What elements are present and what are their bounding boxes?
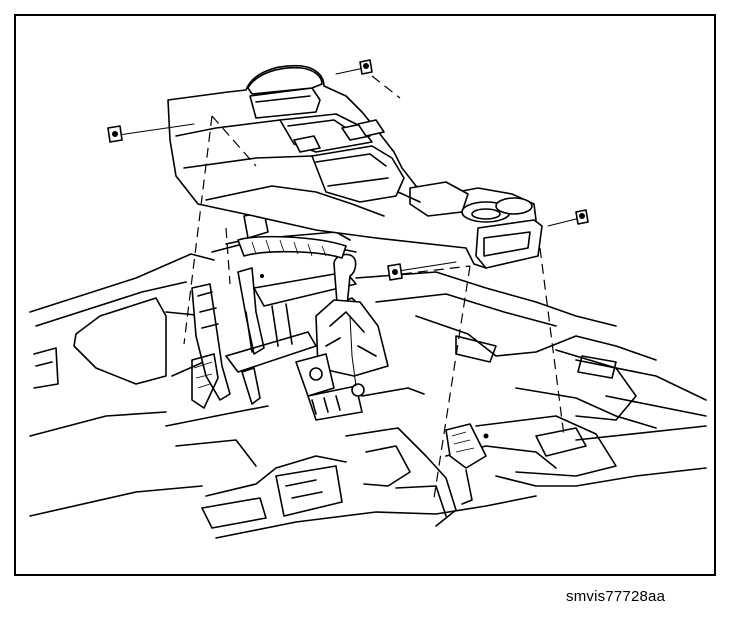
fastener-top [335, 59, 373, 75]
console-assembly [167, 64, 543, 278]
floor-pan [29, 231, 707, 539]
console-exploded-diagram [29, 59, 707, 539]
shift-lever [295, 253, 425, 421]
diagram-frame [14, 14, 716, 576]
console-bracket [191, 211, 269, 409]
fastener-center [387, 261, 457, 281]
fastener-right [547, 209, 589, 227]
fastener-left [107, 123, 195, 143]
figure-caption: smvis77728aa [566, 588, 666, 605]
alignment-lines [183, 75, 565, 499]
rear-bracket [445, 423, 587, 505]
